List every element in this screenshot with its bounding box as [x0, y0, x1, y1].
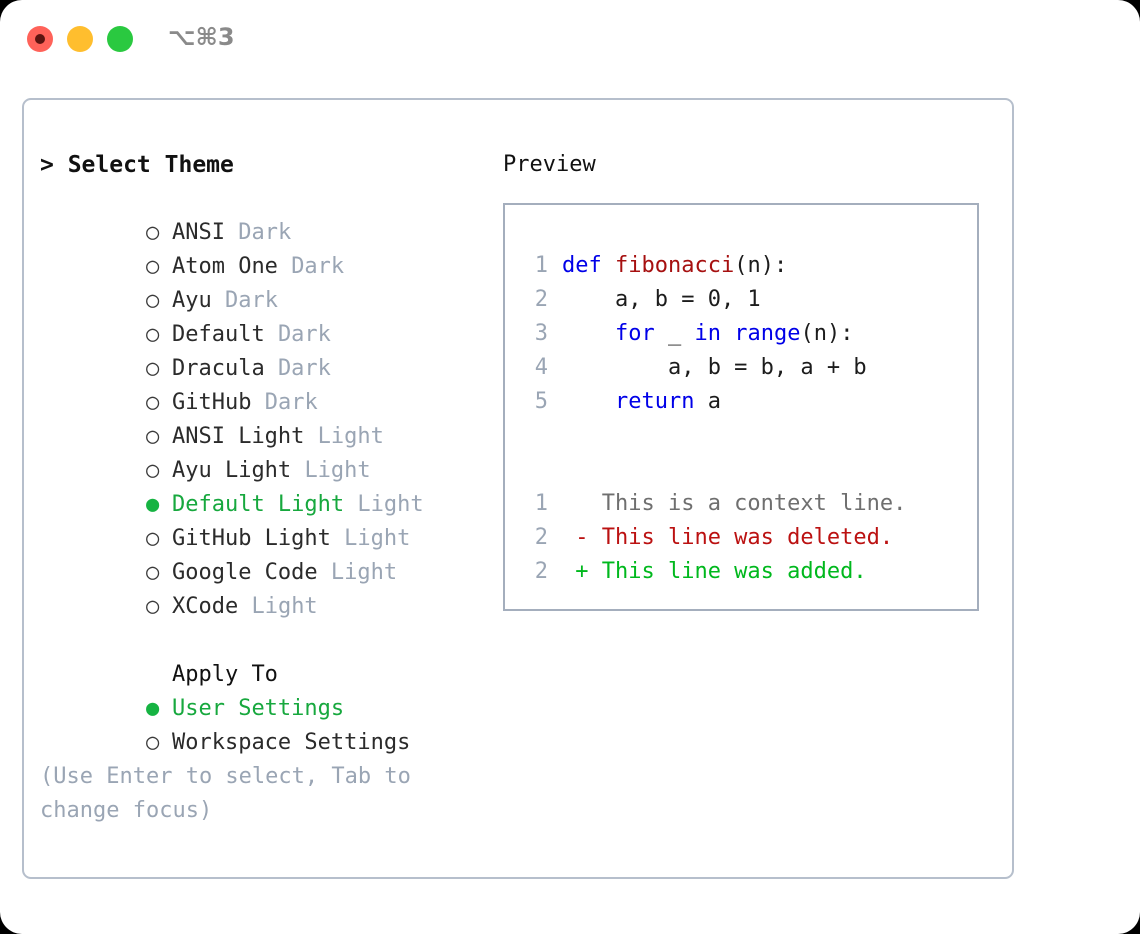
- radio-icon[interactable]: ○: [145, 730, 160, 755]
- title-bar: ⌥⌘3: [0, 0, 1140, 78]
- radio-icon[interactable]: ○: [145, 356, 160, 381]
- apply-to-label: Apply To: [171, 662, 278, 687]
- theme-name: Ayu Light: [171, 458, 292, 483]
- radio-icon[interactable]: ○: [145, 390, 160, 415]
- close-button[interactable]: [27, 26, 53, 52]
- radio-icon[interactable]: ○: [145, 424, 160, 449]
- line-number: 4: [534, 355, 548, 380]
- theme-name: Atom One: [171, 254, 278, 279]
- theme-variant: Dark: [224, 288, 278, 313]
- theme-list-item[interactable]: ○ Dracula Dark: [40, 318, 480, 381]
- theme-name: Default Light: [171, 492, 345, 517]
- code-text: def fibonacci(n):: [562, 253, 788, 278]
- radio-icon[interactable]: ○: [145, 594, 160, 619]
- theme-name: Dracula: [171, 356, 265, 381]
- radio-icon[interactable]: ○: [145, 220, 160, 245]
- code-blank-line: [505, 453, 977, 487]
- theme-list-item[interactable]: ○ Google Code Light: [40, 522, 480, 585]
- code-text: for _ in range(n):: [614, 321, 854, 346]
- code-line: 2 a, b = 0, 1: [505, 283, 977, 317]
- theme-name: ANSI Light: [171, 424, 305, 449]
- apply-to-item-user-settings[interactable]: ● User Settings: [40, 658, 480, 721]
- theme-variant: Light: [330, 560, 398, 585]
- code-line: 3 for _ in range(n):: [505, 317, 977, 351]
- keyboard-shortcut-label: ⌥⌘3: [168, 23, 235, 51]
- preview-title: Preview: [503, 152, 596, 177]
- code-line: 1 def fibonacci(n):: [505, 249, 977, 283]
- diff-line-deleted: 2 - This line was deleted.: [505, 521, 977, 555]
- code-preview: 1 def fibonacci(n): 2 a, b = 0, 1 3 for _…: [505, 249, 977, 589]
- code-blank-line: [505, 419, 977, 453]
- theme-variant: Dark: [238, 220, 292, 245]
- diff-text: This is a context line.: [562, 491, 907, 516]
- radio-icon-selected[interactable]: ●: [145, 492, 160, 517]
- apply-to-heading: Apply To: [40, 624, 480, 687]
- theme-picker-heading: > Select Theme: [40, 152, 234, 178]
- code-line: 5 return a: [505, 385, 977, 419]
- code-line: 4 a, b = b, a + b: [505, 351, 977, 385]
- theme-variant: Dark: [264, 390, 318, 415]
- diff-line-context: 1 This is a context line.: [505, 487, 977, 521]
- radio-icon[interactable]: ○: [145, 560, 160, 585]
- keyboard-hint-text: (Use Enter to select, Tab to change focu…: [40, 764, 411, 823]
- theme-list-item[interactable]: ○ Ayu Light Light: [40, 420, 480, 483]
- dialog-frame: > Select Theme ○ ANSI Dark ○ Atom One Dark…: [22, 98, 1014, 879]
- preview-box: 1 def fibonacci(n): 2 a, b = 0, 1 3 for _…: [503, 203, 979, 611]
- diff-line-added: 2 + This line was added.: [505, 555, 977, 589]
- theme-variant: Light: [251, 594, 318, 619]
- apply-to-item-label: User Settings: [171, 696, 345, 721]
- apply-to-item-label: Workspace Settings: [171, 730, 411, 755]
- theme-list-item-selected[interactable]: ● Default Light Light: [40, 454, 480, 517]
- theme-name: XCode: [171, 594, 239, 619]
- theme-list-item[interactable]: ○ GitHub Dark: [40, 352, 480, 415]
- theme-name: GitHub Light: [171, 526, 331, 551]
- code-text: return a: [614, 389, 721, 414]
- code-text: a, b = 0, 1: [562, 287, 761, 312]
- theme-variant: Light: [344, 526, 411, 551]
- line-number: 2: [534, 525, 548, 550]
- preview-panel: Preview 1 def fibonacci(n): 2 a, b = 0, 1…: [503, 148, 993, 611]
- theme-variant: Light: [357, 492, 424, 517]
- theme-name: ANSI: [171, 220, 225, 245]
- line-number: 3: [534, 321, 548, 346]
- radio-icon[interactable]: ○: [145, 288, 160, 313]
- theme-variant: Light: [304, 458, 371, 483]
- line-number: 1: [534, 253, 548, 278]
- diff-text: - This line was deleted.: [562, 525, 894, 550]
- theme-name: Ayu: [171, 288, 212, 313]
- radio-icon[interactable]: ○: [145, 458, 160, 483]
- minimize-button[interactable]: [67, 26, 93, 52]
- code-text: a, b = b, a + b: [562, 355, 867, 380]
- line-number: 1: [534, 491, 548, 516]
- diff-text: + This line was added.: [562, 559, 867, 584]
- theme-list-item[interactable]: ○ XCode Light: [40, 556, 480, 619]
- theme-list-item[interactable]: ○ GitHub Light Light: [40, 488, 480, 551]
- theme-list-item[interactable]: ○ Atom One Dark: [40, 216, 480, 279]
- line-number: 2: [534, 287, 548, 312]
- line-number: 5: [534, 389, 548, 414]
- theme-variant: Light: [317, 424, 384, 449]
- line-number: 2: [534, 559, 548, 584]
- theme-list-item[interactable]: ○ Ayu Dark: [40, 250, 480, 313]
- theme-list-item[interactable]: ○ Default Dark: [40, 284, 480, 347]
- apply-to-item-workspace-settings[interactable]: ○ Workspace Settings: [40, 692, 480, 755]
- theme-name: Default: [171, 322, 265, 347]
- theme-variant: Dark: [277, 356, 331, 381]
- theme-picker-panel: > Select Theme ○ ANSI Dark ○ Atom One Dark…: [40, 148, 480, 828]
- theme-name: Google Code: [171, 560, 318, 585]
- zoom-button[interactable]: [107, 26, 133, 52]
- theme-name: GitHub: [171, 390, 252, 415]
- radio-icon[interactable]: ○: [145, 254, 160, 279]
- theme-list-item[interactable]: ○ ANSI Light Light: [40, 386, 480, 449]
- radio-icon[interactable]: ○: [145, 322, 160, 347]
- theme-variant: Dark: [291, 254, 345, 279]
- window-controls: [27, 26, 133, 52]
- radio-icon[interactable]: ○: [145, 526, 160, 551]
- radio-icon-selected[interactable]: ●: [145, 696, 160, 721]
- theme-list-item[interactable]: ○ ANSI Dark: [40, 182, 480, 245]
- theme-variant: Dark: [277, 322, 331, 347]
